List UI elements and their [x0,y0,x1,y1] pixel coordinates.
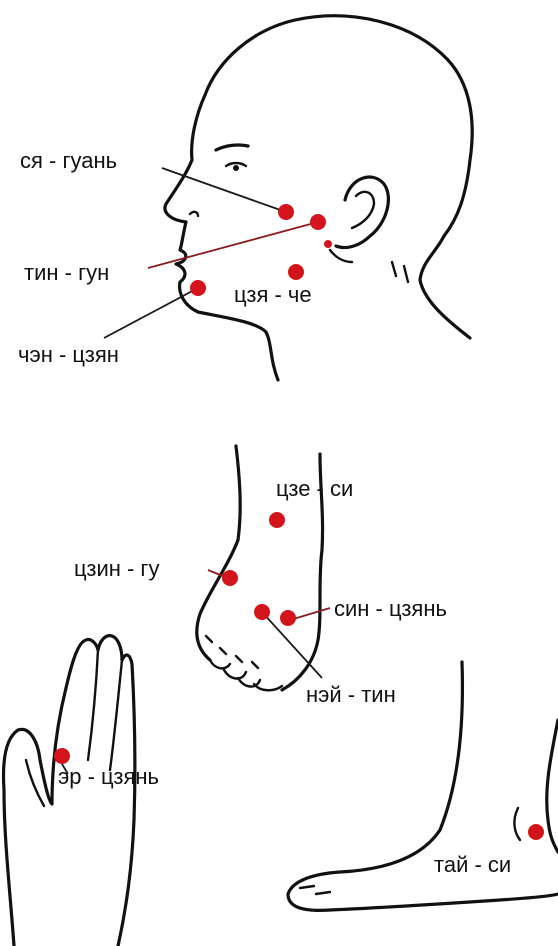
foot-side-heel-mark [514,808,520,840]
point-tszin-gu [222,570,238,586]
point-tin-gun [310,214,326,230]
label-tszin-gu: цзин - гу [74,556,159,581]
ear-outline [336,177,388,247]
point-tsze-si [269,512,285,528]
label-tszya-che: цзя - че [234,282,312,307]
eye-pupil [233,165,239,171]
foot-side-toe-marks [300,886,330,894]
label-tin-gun: тин - гун [24,260,109,285]
toenail-marks [206,636,258,668]
point-nei-tin [254,604,270,620]
point-sya-guan [278,204,294,220]
collar-mark [404,266,408,282]
point-chen-tszyan [190,280,206,296]
point-tszya-che [288,264,304,280]
foot-side-ankle-outline [547,720,558,852]
label-chen-tszyan: чэн - цзян [18,342,119,367]
label-er-tszyan: эр - цзянь [58,764,159,789]
point-tai-si [528,824,544,840]
point-sin-tszyan [280,610,296,626]
leader-sya-guan [162,168,286,212]
label-tai-si: тай - си [434,852,511,877]
neck-shadow-mark [330,250,352,262]
leader-tin-gun [148,222,318,268]
toe-2-outline [224,670,246,679]
leader-chen-tszyan [104,288,198,338]
label-sya-guan: ся - гуань [20,148,117,173]
label-tsze-si: цзе - си [276,476,353,501]
eyebrow-outline [216,145,248,150]
nostril-outline [190,212,198,216]
label-nei-tin: нэй - тин [306,682,396,707]
finger-line-2 [110,660,122,770]
leader-sin-tszyan [290,608,330,620]
ear-inner-outline [352,192,374,228]
head-hair-outline [205,16,472,236]
head-figure: ся - гуань тин - гун чэн - цзян цзя - че [18,16,472,380]
label-sin-tszyan: син - цзянь [334,596,447,621]
foot-top-left-outline [197,446,240,660]
toe-1-outline [210,660,230,668]
foot-top-figure: цзе - си цзин - гу син - цзянь нэй - тин [74,446,447,707]
head-back-neck-outline [420,236,470,338]
jaw-mark [392,262,396,276]
finger-line-1 [88,650,98,760]
hand-figure: эр - цзянь [4,636,159,946]
point-er-tszyan [54,748,70,764]
hand-outline [4,636,135,946]
point-small-ear [324,240,332,248]
